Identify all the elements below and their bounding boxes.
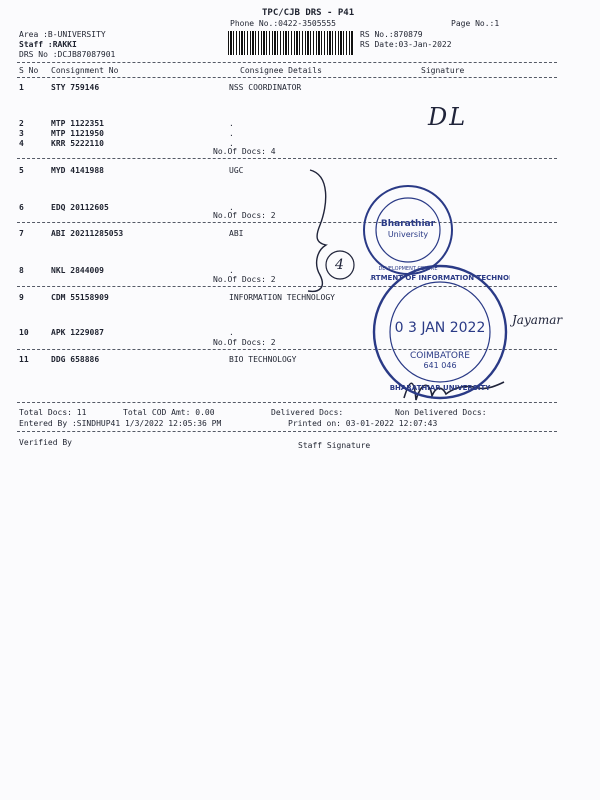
row-sno: 1 (19, 83, 24, 92)
row-consignment: KRR 5222110 (51, 139, 104, 148)
row-consignment: EDQ 20112605 (51, 203, 109, 212)
divider (17, 62, 557, 63)
row-consignment: MTP 1122351 (51, 119, 104, 128)
row-consignee: . (229, 328, 234, 337)
staff-signature: Staff Signature (298, 441, 371, 450)
row-sno: 7 (19, 229, 24, 238)
row-consignee: . (229, 203, 234, 212)
row-consignee: UGC (229, 166, 244, 175)
handwritten-signature-icon (403, 381, 505, 401)
col-consignment: Consignment No (51, 66, 119, 75)
staff-label: Staff :RAKKI (19, 40, 77, 49)
stamp-text: COIMBATORE (410, 351, 470, 361)
docs-count: No.Of Docs: 4 (213, 147, 276, 156)
row-sno: 10 (19, 328, 29, 337)
rs-date: RS Date:03-Jan-2022 (360, 40, 452, 49)
entered-by: Entered By :SINDHUP41 1/3/2022 12:05:36 … (19, 419, 222, 428)
stamp-text: 641 046 (423, 361, 456, 370)
page-number: Page No.:1 (451, 19, 500, 28)
total-docs: Total Docs: 11 (19, 408, 87, 417)
handwritten-count: 4 (335, 257, 344, 273)
docs-count: No.Of Docs: 2 (213, 275, 276, 284)
row-consignment: MYD 4141988 (51, 166, 104, 175)
divider (17, 349, 557, 350)
verified-by: Verified By (19, 438, 72, 447)
stamp-text: University (388, 230, 429, 239)
stamp-text: DEPARTMENT OF INFORMATION TECHNOLOGY (370, 274, 510, 282)
row-consignment: ABI 20211285053 (51, 229, 124, 238)
row-sno: 9 (19, 293, 24, 302)
area-label: Area :B-UNIVERSITY (19, 30, 106, 39)
handwritten-name: Jayamar (512, 313, 563, 327)
row-consignee: . (229, 119, 234, 128)
row-consignee: INFORMATION TECHNOLOGY (229, 293, 335, 302)
phone-number: Phone No.:0422-3505555 (230, 19, 336, 28)
divider (17, 286, 557, 287)
row-consignment: NKL 2844009 (51, 266, 104, 275)
row-consignment: STY 759146 (51, 83, 100, 92)
doc-title: TPC/CJB DRS - P41 (262, 8, 355, 18)
col-sno: S No (19, 66, 39, 75)
divider (17, 77, 557, 78)
row-sno: 6 (19, 203, 24, 212)
col-consignee: Consignee Details (240, 66, 322, 75)
col-signature: Signature (421, 66, 465, 75)
total-cod: Total COD Amt: 0.00 (123, 408, 215, 417)
row-sno: 5 (19, 166, 24, 175)
row-consignee: . (229, 139, 234, 148)
stamp-text: Bharathiar (381, 219, 436, 229)
handwritten-dl: DL (428, 103, 468, 131)
divider (17, 158, 557, 159)
handwritten-brace-icon (307, 169, 355, 293)
docs-count: No.Of Docs: 2 (213, 211, 276, 220)
divider (17, 431, 557, 432)
row-consignee: . (229, 129, 234, 138)
row-consignee: ABI (229, 229, 244, 238)
row-sno: 11 (19, 355, 29, 364)
row-sno: 4 (19, 139, 24, 148)
barcode (228, 31, 354, 55)
stamp-date: 0 3 JAN 2022 (395, 320, 486, 336)
delivered-docs: Delivered Docs: (271, 408, 344, 417)
row-consignment: CDM 55158909 (51, 293, 109, 302)
row-sno: 8 (19, 266, 24, 275)
stamp-text: BHARATHIAR UNIVERSITY (390, 384, 492, 392)
row-consignment: DDG 658886 (51, 355, 100, 364)
docs-count: No.Of Docs: 2 (213, 338, 276, 347)
divider (17, 402, 557, 403)
row-consignee: BIO TECHNOLOGY (229, 355, 297, 364)
drs-number: DRS No :DCJB87087901 (19, 50, 116, 59)
rs-number: RS No.:870879 (360, 30, 423, 39)
row-consignee: NSS COORDINATOR (229, 83, 302, 92)
stamp-text: DEVELOPMENT CENTRE (378, 266, 437, 272)
row-sno: 3 (19, 129, 24, 138)
row-consignment: APK 1229087 (51, 328, 104, 337)
printed-on: Printed on: 03-01-2022 12:07:43 (288, 419, 438, 428)
non-delivered-docs: Non Delivered Docs: (395, 408, 487, 417)
department-stamp: DEPARTMENT OF INFORMATION TECHNOLOGY 0 3… (370, 264, 510, 400)
row-consignment: MTP 1121950 (51, 129, 104, 138)
row-consignee: . (229, 266, 234, 275)
row-sno: 2 (19, 119, 24, 128)
divider (17, 222, 557, 223)
